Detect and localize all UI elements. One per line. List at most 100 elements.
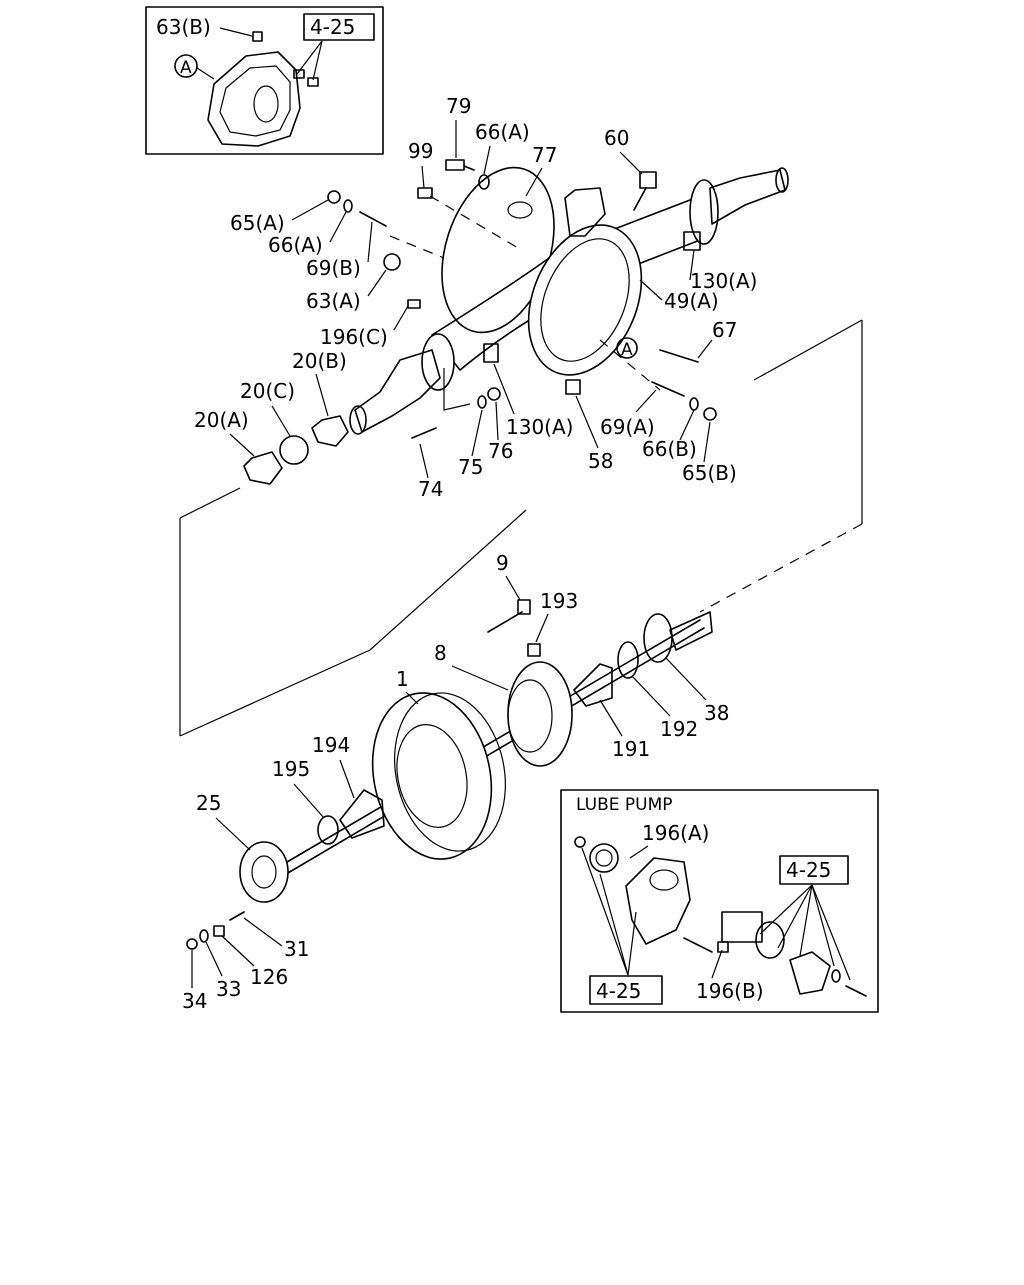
gear-icon	[589, 843, 619, 873]
washer-66b-icon	[689, 397, 699, 411]
washer-33-icon	[199, 929, 209, 943]
label-38: 38	[704, 701, 729, 725]
spring-seat-bracket	[564, 187, 606, 237]
label-99: 99	[408, 139, 433, 163]
label-20c: 20(C)	[240, 379, 295, 403]
label-circle-a-inset: A	[180, 58, 192, 78]
label-193: 193	[540, 589, 578, 613]
label-69b: 69(B)	[306, 256, 361, 280]
label-195: 195	[272, 757, 310, 781]
washer-66a-icon	[343, 199, 353, 213]
circle-a-main	[616, 337, 638, 359]
ref-box-lube-bottom	[589, 975, 663, 1005]
label-196c: 196(C)	[320, 325, 388, 349]
right-flange	[689, 179, 719, 245]
plug-196b-icon	[717, 941, 729, 953]
brake-drum-1	[371, 692, 493, 860]
plug-58-icon	[565, 379, 581, 395]
nut-20a-icon	[243, 451, 283, 485]
label-79: 79	[446, 94, 471, 118]
label-34: 34	[182, 989, 207, 1013]
label-192: 192	[660, 717, 698, 741]
plug-196c-icon	[407, 299, 421, 309]
bolt-9-icon	[487, 611, 523, 633]
ref-box-lube-right	[779, 855, 849, 885]
hub-labels: 9 193 8 1 38 192 191 194 195 25 31 126 3…	[182, 551, 729, 1013]
nut-65b-icon	[703, 407, 717, 421]
label-1: 1	[396, 667, 409, 691]
label-67: 67	[712, 318, 737, 342]
label-ref-top: 4-25	[310, 15, 355, 39]
circle-a-inset	[174, 54, 198, 78]
spring-126-icon	[213, 925, 225, 937]
inset-lube-pump: LUBE PUMP 196(A) 4-25 4-25 196(B)	[560, 789, 879, 1013]
hub-8	[507, 661, 573, 767]
label-ref-lube-bottom: 4-25	[596, 979, 641, 1003]
label-130a-right: 130(A)	[690, 269, 757, 293]
stud-31-icon	[229, 911, 245, 921]
bolt-74-icon	[411, 427, 437, 439]
nut-76-icon	[487, 387, 501, 401]
label-77: 77	[532, 143, 557, 167]
bracket-130a-right	[683, 231, 701, 251]
gasket-icon	[755, 921, 785, 959]
left-flange	[421, 333, 455, 391]
housing-fasteners	[243, 159, 717, 485]
label-63b: 63(B)	[156, 15, 211, 39]
carrier-cover-icon	[207, 51, 301, 147]
housing-flange-ring	[527, 224, 643, 376]
lock-washer-20c-icon	[279, 435, 309, 465]
bearing-191	[573, 663, 613, 707]
label-33: 33	[216, 977, 241, 1001]
label-194: 194	[312, 733, 350, 757]
hub-drum-group	[186, 599, 713, 950]
label-196a: 196(A)	[642, 821, 709, 845]
lube-inset-frame	[560, 789, 879, 1013]
pump-body-icon	[625, 857, 691, 945]
pump-bolt-icon	[683, 937, 713, 953]
race-192	[617, 641, 639, 679]
label-60: 60	[604, 126, 629, 150]
spline-end	[669, 611, 713, 651]
washer-icon	[831, 969, 841, 983]
hub-cap-25	[239, 841, 289, 903]
right-spindle	[709, 169, 786, 225]
label-75: 75	[458, 455, 483, 479]
housing-labels: 79 66(A) 77 60 99 65(A) 66(A) 69(B) 63(A…	[194, 94, 757, 501]
label-25: 25	[196, 791, 221, 815]
inset-differential-carrier: 63(B) 4-25 A	[145, 6, 384, 155]
stud-69b-icon	[359, 211, 387, 227]
label-circle-a-main: A	[621, 340, 633, 360]
label-196b: 196(B)	[696, 979, 764, 1003]
label-76: 76	[488, 439, 513, 463]
pump-cover-icon	[789, 951, 831, 995]
label-74: 74	[418, 477, 443, 501]
washer-75-icon	[477, 395, 487, 409]
label-130a-mid: 130(A)	[506, 415, 573, 439]
label-69a: 69(A)	[600, 415, 655, 439]
label-66a: 66(A)	[268, 233, 323, 257]
plug-63b-icon	[252, 31, 263, 42]
bolt-79-icon	[445, 159, 465, 171]
label-lube-pump: LUBE PUMP	[576, 795, 673, 815]
ref-box-top	[303, 13, 375, 41]
label-66b: 66(B)	[642, 437, 697, 461]
pin-99-icon	[417, 187, 433, 199]
stud-69a-icon	[651, 381, 685, 397]
bolt-60-icon	[639, 171, 657, 189]
cover-bolt-icon	[845, 985, 867, 997]
label-9: 9	[496, 551, 509, 575]
bracket-130a-left	[483, 343, 499, 363]
nut-20b-icon	[311, 415, 349, 447]
nut-34-icon	[186, 938, 198, 950]
bearing-194	[339, 789, 385, 839]
label-58: 58	[588, 449, 613, 473]
gear-set-icon	[721, 911, 763, 943]
label-49a: 49(A)	[664, 289, 719, 313]
label-ref-lube-right: 4-25	[786, 858, 831, 882]
plug-63a-icon	[383, 253, 401, 271]
label-191: 191	[612, 737, 650, 761]
nut-65a-icon	[327, 190, 341, 204]
label-31: 31	[284, 937, 309, 961]
